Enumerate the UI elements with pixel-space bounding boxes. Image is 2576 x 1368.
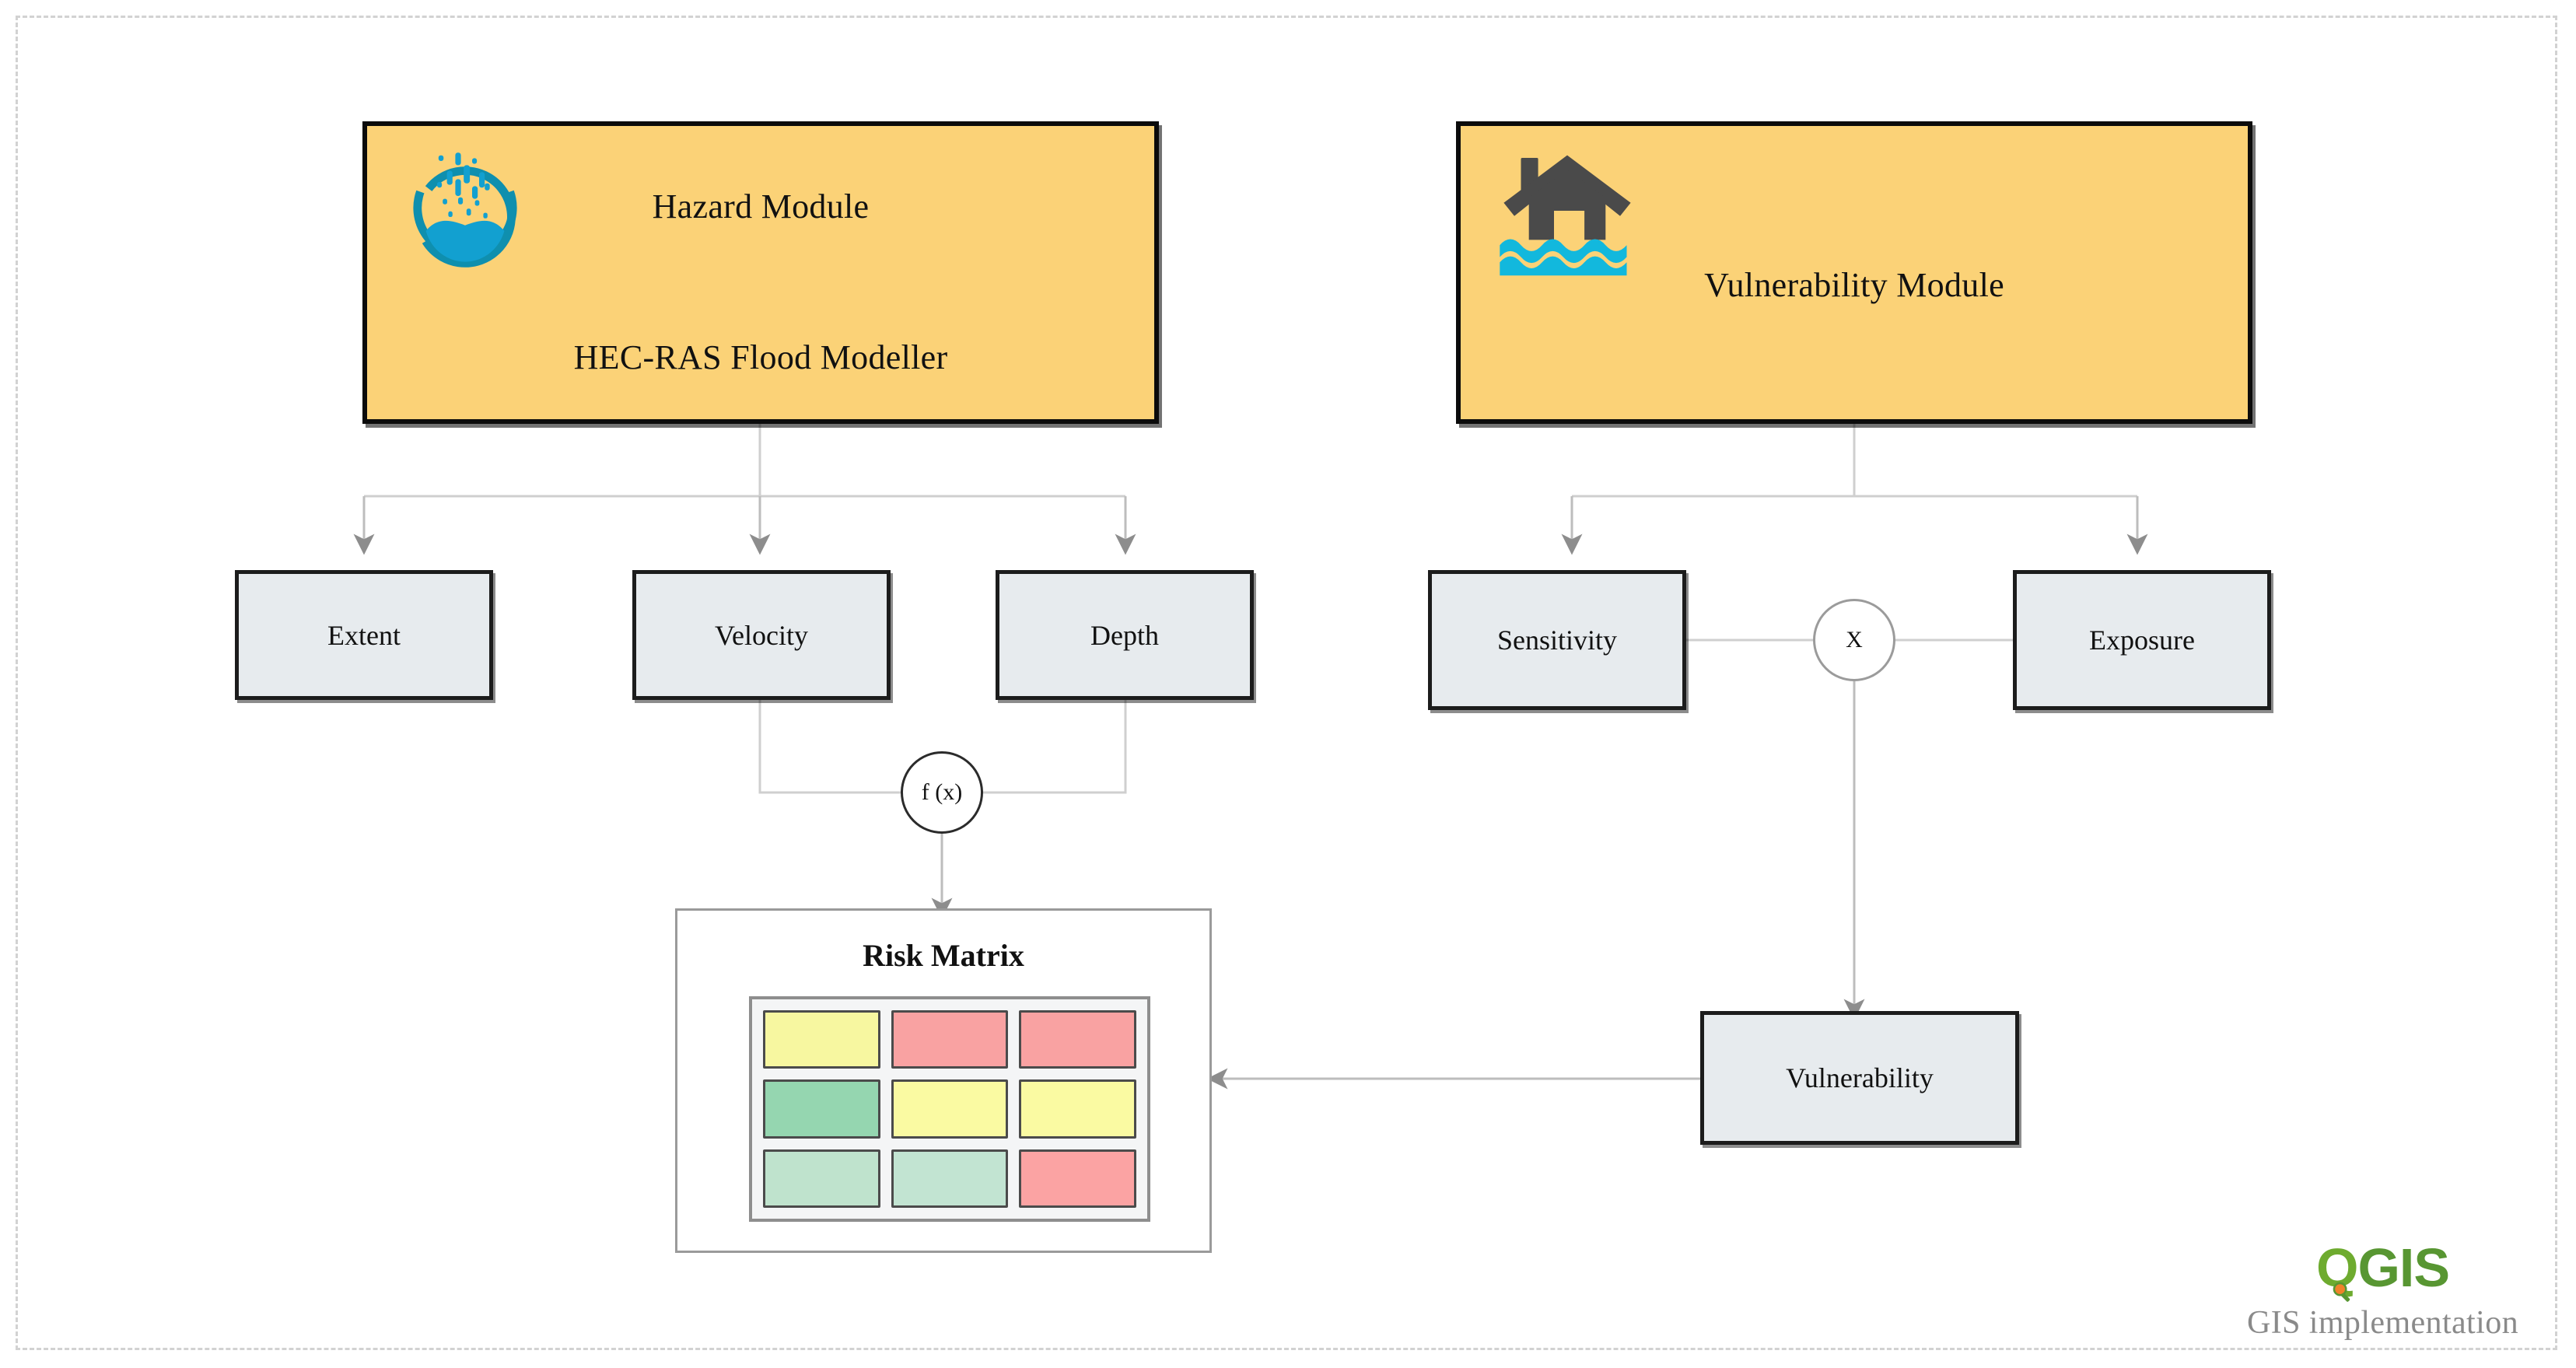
process-box-sensitivity-label: Sensitivity bbox=[1496, 625, 1618, 656]
risk-cell bbox=[891, 1010, 1009, 1069]
risk-cell bbox=[763, 1010, 880, 1069]
process-box-extent[interactable]: Extent bbox=[235, 570, 493, 700]
risk-cell bbox=[891, 1079, 1009, 1139]
process-box-sensitivity[interactable]: Sensitivity bbox=[1428, 570, 1686, 710]
process-box-extent-label: Extent bbox=[327, 619, 401, 651]
hazard-module-box[interactable]: Hazard Module HEC-RAS Flood Modeller bbox=[362, 121, 1159, 424]
process-box-velocity[interactable]: Velocity bbox=[632, 570, 891, 700]
risk-cell bbox=[1019, 1079, 1136, 1139]
process-box-vulnerability-result[interactable]: Vulnerability bbox=[1700, 1011, 2019, 1145]
risk-cell bbox=[1019, 1149, 1136, 1208]
operator-fx-node[interactable]: f (x) bbox=[901, 751, 983, 834]
process-box-exposure-label: Exposure bbox=[2089, 625, 2195, 656]
risk-cell bbox=[891, 1149, 1009, 1208]
hazard-module-title: Hazard Module bbox=[652, 187, 870, 226]
process-box-exposure[interactable]: Exposure bbox=[2013, 570, 2271, 710]
risk-cell bbox=[763, 1079, 880, 1139]
flooded-house-icon bbox=[1493, 145, 1641, 277]
rain-into-water-icon bbox=[395, 143, 535, 291]
process-box-vulnerability-result-label: Vulnerability bbox=[1786, 1062, 1934, 1093]
qgis-logo-gis: GIS bbox=[2357, 1237, 2450, 1298]
process-box-velocity-label: Velocity bbox=[715, 619, 808, 651]
risk-cell bbox=[763, 1149, 880, 1208]
qgis-logo-magnifier-icon bbox=[2329, 1259, 2356, 1302]
risk-cell bbox=[1019, 1010, 1136, 1069]
risk-matrix-title: Risk Matrix bbox=[863, 938, 1024, 973]
risk-matrix-grid bbox=[749, 996, 1150, 1222]
vulnerability-module-title: Vulnerability Module bbox=[1704, 266, 2004, 304]
operator-fx-label: f (x) bbox=[921, 779, 963, 805]
operator-multiply-node[interactable]: X bbox=[1813, 599, 1895, 681]
risk-matrix-box[interactable]: Risk Matrix bbox=[675, 908, 1212, 1253]
qgis-branding: Q GIS GIS implementation bbox=[2247, 1240, 2518, 1342]
vulnerability-module-box[interactable]: Vulnerability Module bbox=[1456, 121, 2252, 424]
hazard-module-subtitle: HEC-RAS Flood Modeller bbox=[573, 338, 948, 376]
operator-multiply-label: X bbox=[1846, 627, 1863, 653]
qgis-logo: Q GIS bbox=[2247, 1237, 2518, 1302]
diagram-outer-frame bbox=[16, 16, 2557, 1350]
qgis-caption: GIS implementation bbox=[2247, 1305, 2518, 1341]
process-box-depth[interactable]: Depth bbox=[996, 570, 1254, 700]
process-box-depth-label: Depth bbox=[1090, 619, 1159, 651]
